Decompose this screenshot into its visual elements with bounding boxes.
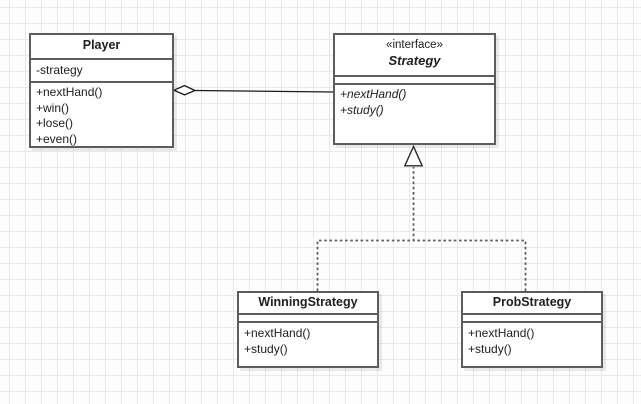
method-item: +nextHand() [36,85,103,99]
class-strategy-interface[interactable]: «interface» Strategy +nextHand() +study(… [333,33,496,145]
method-list: +nextHand() +study() [239,323,377,357]
class-title: WinningStrategy [239,293,377,315]
method-list: +nextHand() +win() +lose() +even() [31,83,172,147]
method-list: +nextHand() +study() [335,85,494,118]
class-title: «interface» Strategy [335,35,494,77]
empty-attribute-compartment [239,315,377,323]
class-winning-strategy[interactable]: WinningStrategy +nextHand() +study() [237,291,379,368]
class-title: ProbStrategy [463,293,601,315]
method-item: +study() [468,341,512,356]
interface-name: Strategy [388,53,441,68]
empty-attribute-compartment [463,315,601,323]
realization-edge-line [316,167,415,291]
method-item: +win() [36,100,70,115]
method-item: +even() [36,131,78,146]
stereotype-label: «interface» [386,39,443,51]
method-item: +study() [244,341,288,356]
realization-edge-line [413,239,527,291]
method-item: +nextHand() [468,326,535,340]
method-list: +nextHand() +study() [463,323,601,357]
class-player[interactable]: Player -strategy +nextHand() +win() +los… [29,33,174,148]
empty-attribute-compartment [335,77,494,85]
aggregation-edge-line [194,89,334,93]
realization-edge-prob-strategy[interactable] [413,239,527,292]
aggregation-diamond-icon [172,84,197,96]
attribute-item: -strategy [31,60,172,83]
method-item: +nextHand() [244,326,311,340]
class-prob-strategy[interactable]: ProbStrategy +nextHand() +study() [461,291,603,368]
class-title: Player [31,35,172,60]
method-item: +study() [340,102,384,117]
inheritance-triangle-icon [403,144,424,167]
method-item: +nextHand() [340,87,407,101]
method-item: +lose() [36,116,74,130]
aggregation-edge-player-strategy[interactable] [172,84,334,96]
realization-edge-winning-strategy[interactable] [316,167,415,291]
